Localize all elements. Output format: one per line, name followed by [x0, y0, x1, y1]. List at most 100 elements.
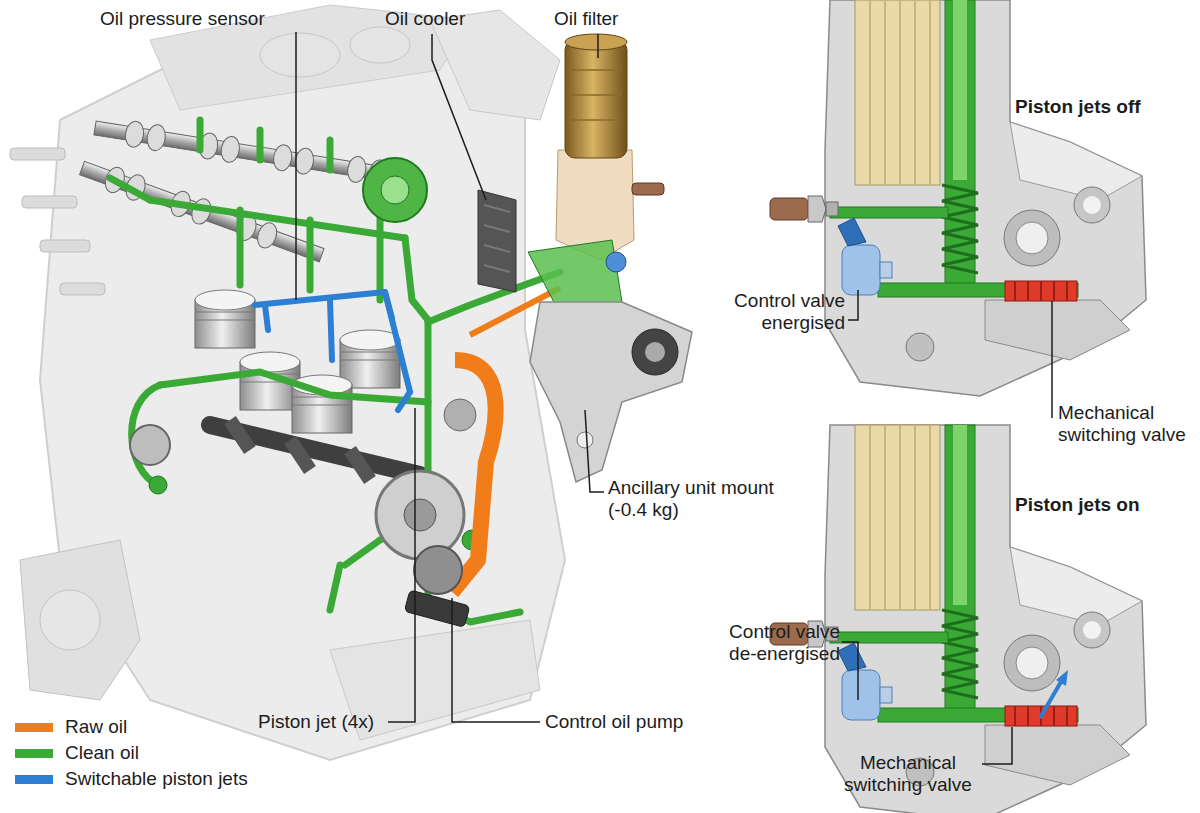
- part-label: Piston jet (4x): [258, 711, 374, 733]
- valve-cutaway-off: [770, 0, 1146, 396]
- legend-text: Switchable piston jets: [65, 768, 248, 790]
- legend-swatch: [15, 723, 53, 732]
- legend-row: Raw oil: [15, 716, 315, 738]
- clean-oil-lines: [110, 120, 560, 622]
- engine-ghost: [40, 240, 90, 252]
- switchable-jet-lines: [255, 292, 410, 392]
- filter-module: [606, 252, 626, 272]
- pistons: [340, 352, 400, 360]
- camshafts: [219, 135, 241, 163]
- pistons: [195, 290, 255, 310]
- switchable-jet-lines: [398, 392, 410, 410]
- flow-arrow: [1040, 680, 1062, 718]
- leader-lines: [848, 290, 858, 320]
- legend-row: Switchable piston jets: [15, 768, 315, 790]
- leader-lines: [432, 34, 486, 200]
- switchable-jet-lines: [385, 292, 392, 318]
- oil-filter: [570, 70, 622, 120]
- camshafts: [145, 123, 167, 151]
- ancillary-unit-mount: [632, 329, 678, 375]
- leader-lines: [1051, 301, 1053, 418]
- oil-gears: [149, 476, 167, 494]
- clean-oil-lines: [237, 210, 244, 285]
- ancillary-unit-mount: [530, 302, 692, 482]
- clean-oil-lines: [330, 565, 340, 610]
- switchable-jet-lines: [265, 305, 268, 330]
- pistons: [240, 352, 300, 372]
- leader-lines: [597, 34, 599, 58]
- leader-lines: [295, 32, 297, 300]
- oil-gears: [130, 425, 170, 465]
- camshafts: [254, 220, 280, 251]
- oil-pump: [404, 590, 470, 627]
- oil-gears: [404, 499, 436, 531]
- legend-swatch: [15, 775, 53, 784]
- part-label: Oil pressure sensor: [100, 8, 265, 30]
- engine-ghost: [20, 540, 140, 700]
- leader-lines: [585, 410, 604, 492]
- crankshaft: [230, 420, 370, 480]
- part-label: Control valve energised: [695, 290, 845, 334]
- oil-gears: [363, 158, 427, 222]
- oil-filter: [565, 34, 627, 50]
- part-label: Oil cooler: [385, 8, 465, 30]
- legend-text: Raw oil: [65, 716, 127, 738]
- oil-gears: [444, 399, 476, 431]
- flow-arrow: [1056, 670, 1068, 686]
- ancillary-unit-mount: [645, 342, 665, 362]
- state-heading: Piston jets on: [1015, 494, 1140, 516]
- camshafts: [80, 161, 324, 261]
- engine-ghost: [60, 283, 105, 295]
- oil-gears: [130, 158, 482, 559]
- ancillary-unit-mount: [577, 432, 593, 448]
- switchable-jet-lines: [330, 300, 332, 360]
- oil-gears: [376, 471, 464, 559]
- part-label: Control valve de-energised: [710, 621, 840, 665]
- part-label: Control oil pump: [545, 711, 683, 733]
- clean-oil-lines: [307, 220, 314, 290]
- legend-row: Clean oil: [15, 742, 315, 764]
- leader-lines: [388, 408, 415, 722]
- leader-lines: [842, 642, 858, 700]
- leader-lines: [296, 32, 1052, 764]
- clean-oil-lines: [110, 178, 150, 200]
- engine-ghost: [350, 27, 410, 63]
- oil-pump: [414, 546, 462, 594]
- part-label: Mechanical switching valve: [1058, 402, 1198, 446]
- oil-cooler: [478, 190, 516, 292]
- pistons: [195, 290, 400, 433]
- part-label: Mechanical switching valve: [838, 752, 978, 796]
- camshafts: [78, 156, 327, 268]
- oil-pump: [404, 590, 470, 627]
- part-label: Oil filter: [554, 8, 618, 30]
- ancillary-unit-mount: [530, 302, 692, 482]
- flow-arrow: [1040, 670, 1068, 718]
- state-heading: Piston jets off: [1015, 96, 1141, 118]
- oil-gears: [381, 176, 409, 204]
- oil-cooler: [478, 190, 516, 292]
- engine-ghost: [260, 33, 340, 77]
- crankshaft: [210, 420, 420, 480]
- pistons: [340, 330, 400, 350]
- camshafts: [124, 120, 146, 148]
- oil-filter: [632, 183, 664, 195]
- oil-cooler: [484, 205, 510, 272]
- engine-ghost: [10, 5, 565, 760]
- engine-ghost: [40, 590, 100, 650]
- oil-filter: [556, 34, 664, 260]
- engine-ghost: [22, 196, 77, 208]
- part-label: Ancillary unit mount (-0.4 kg): [608, 477, 798, 521]
- switchable-jet-lines: [255, 292, 410, 410]
- valve-cutaway-on: [770, 425, 1146, 813]
- clean-oil-lines: [160, 372, 428, 402]
- leader-lines: [982, 727, 1012, 764]
- pistons: [195, 312, 255, 320]
- oil-pump: [404, 546, 470, 627]
- oil-filter: [565, 40, 627, 158]
- legend-text: Clean oil: [65, 742, 139, 764]
- clean-oil-lines: [200, 120, 330, 170]
- leader-lines: [452, 598, 540, 722]
- engine-ghost: [10, 148, 65, 160]
